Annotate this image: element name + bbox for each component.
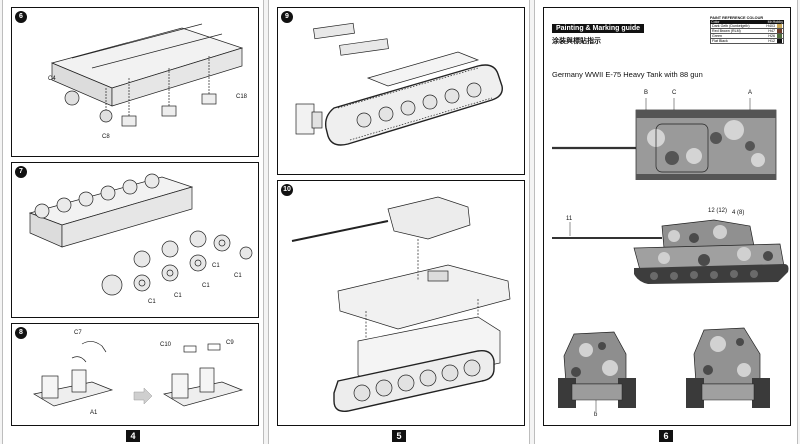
marker-side-11: 11	[566, 216, 573, 222]
step-9-panel: 9	[277, 7, 525, 175]
paint-swatch	[777, 34, 782, 38]
paint-reference-table: PAINT REFERENCE COLOUR Color Mr.Hobby Da…	[710, 16, 784, 44]
paint-row: Flat Black H12	[710, 39, 784, 44]
marker-top-c: C	[672, 90, 677, 96]
step-6-badge: 6	[15, 11, 27, 23]
painting-guide-panel: Painting & Marking guide 涂装與標貼指示 PAINT R…	[543, 7, 791, 426]
callout-c1-e: C1	[234, 273, 242, 279]
callout-c1-d: C1	[212, 263, 220, 269]
suspension-diagram	[28, 173, 253, 296]
tank-front-view	[558, 331, 636, 412]
paint-row-code: H26	[768, 34, 775, 38]
step-10-badge: 10	[281, 184, 293, 196]
paint-reference-header: Color Mr.Hobby	[710, 20, 784, 24]
callout-c10: C10	[160, 342, 172, 348]
paint-row: Green H26	[710, 34, 784, 39]
callout-c8: C8	[102, 134, 110, 140]
callout-c1-c: C1	[202, 283, 210, 289]
step-8-badge: 8	[15, 327, 27, 339]
marker-rear-b: b	[594, 412, 598, 418]
paint-row-name: Red Brown (RLM)	[712, 29, 741, 33]
callout-c1-a: C1	[148, 299, 156, 305]
step-6-panel: 6 C4 C18 C8	[11, 7, 259, 157]
paint-row-code: H403	[766, 24, 775, 28]
paint-row-name: Dark Gelb (Dunkelgelb)	[712, 24, 750, 28]
marker-side-4: 4 (8)	[732, 210, 745, 216]
callout-c7: C7	[74, 330, 82, 336]
callout-c9: C9	[226, 340, 234, 346]
paint-header-brand: Mr.Hobby	[767, 20, 783, 24]
page-number-4: 4	[126, 430, 140, 442]
tank-rear-view	[686, 327, 770, 408]
step-10-panel: 10	[277, 180, 525, 426]
paint-row-name: Flat Black	[712, 39, 728, 43]
page-5: 9 10	[268, 0, 530, 444]
paint-row-name: Green	[712, 34, 722, 38]
paint-row-code: H12	[768, 39, 775, 43]
marker-top-b: B	[644, 90, 649, 96]
step-7-panel: 7 C1 C	[11, 162, 259, 318]
guide-title-cn: 涂装與標貼指示	[552, 38, 601, 45]
page-number-6: 6	[659, 430, 673, 442]
paint-swatch	[777, 24, 782, 28]
step-8-panel: 8 C7 C10 C9 A1	[11, 323, 259, 426]
paint-row: Dark Gelb (Dunkelgelb) H403	[710, 24, 784, 29]
paint-row-code: H47	[768, 29, 775, 33]
tank-top-view	[552, 98, 777, 180]
callout-c1-b: C1	[174, 293, 182, 299]
paint-row: Red Brown (RLM) H47	[710, 29, 784, 34]
callout-c18: C18	[236, 94, 248, 100]
page-4: 6 C4 C18 C8 7	[2, 0, 264, 444]
paint-reference-title: PAINT REFERENCE COLOUR	[710, 16, 764, 20]
hull-assembly-diagram	[50, 23, 244, 127]
final-assembly-diagram	[291, 196, 511, 412]
callout-a1: A1	[90, 410, 98, 416]
callout-c4: C4	[48, 76, 56, 82]
step-9-badge: 9	[281, 11, 293, 23]
track-assembly-diagram	[295, 22, 503, 146]
marker-top-a: A	[748, 90, 753, 96]
paint-swatch	[777, 39, 782, 43]
marker-side-12: 12 (12)	[708, 208, 728, 214]
hatch-assembly-diagram	[33, 341, 244, 407]
paint-swatch	[777, 29, 782, 33]
page-6: Painting & Marking guide 涂装與標貼指示 PAINT R…	[534, 0, 798, 444]
tank-name: Germany WWII E-75 Heavy Tank with 88 gun	[552, 70, 703, 79]
tank-side-view	[552, 219, 789, 284]
guide-title-en: Painting & Marking guide	[552, 24, 645, 33]
paint-header-color: Color	[711, 20, 720, 24]
page-number-5: 5	[392, 430, 406, 442]
step-7-badge: 7	[15, 166, 27, 178]
